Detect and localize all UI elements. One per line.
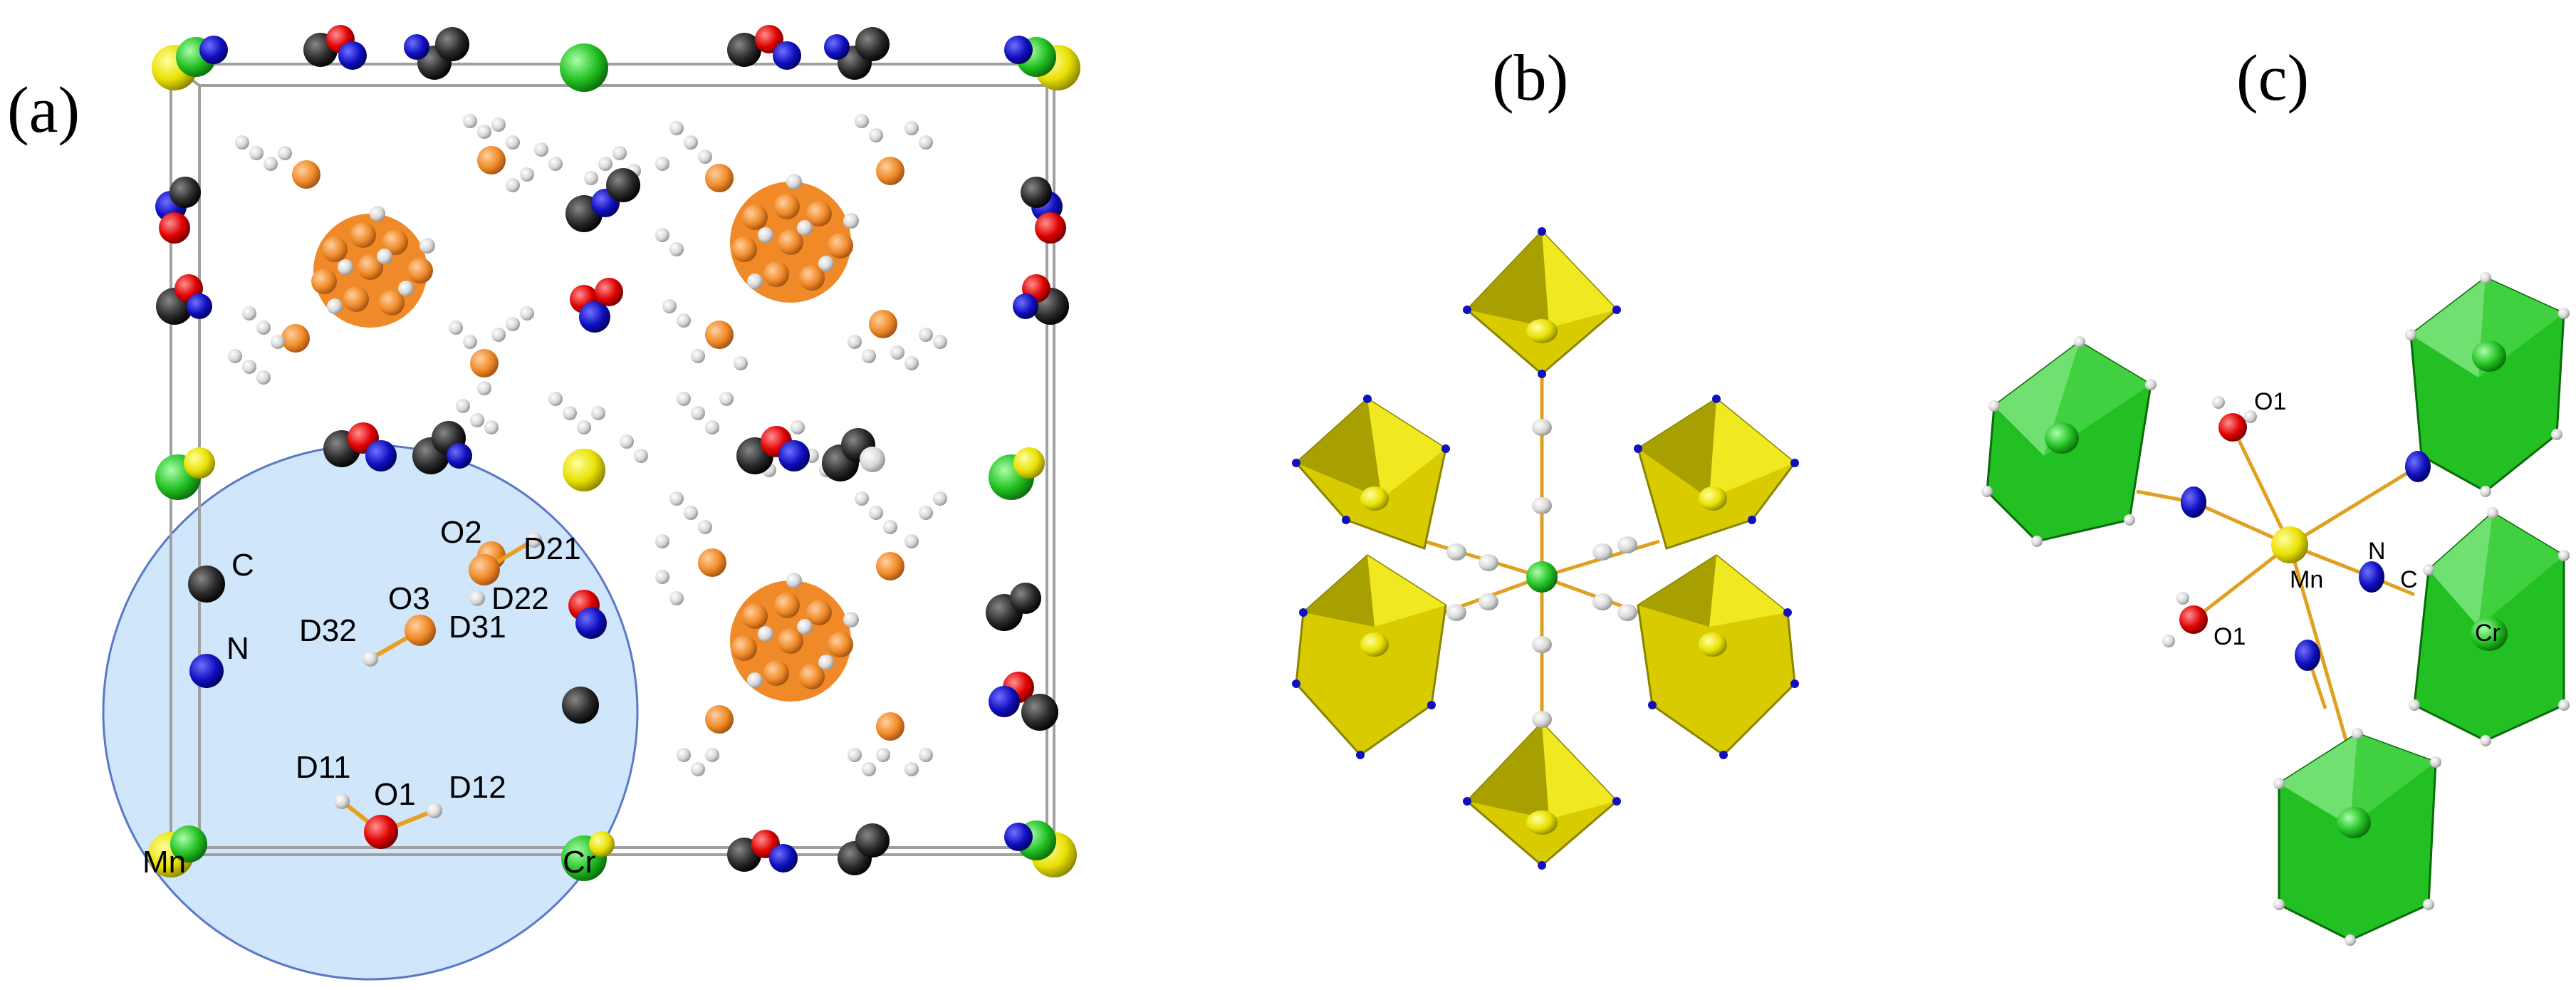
octahedron-right-upper	[1637, 397, 1797, 550]
label-D32: D32	[299, 613, 357, 648]
octahedron-left-lower	[1295, 554, 1447, 756]
panel-c-atom-labels: O1 O1 Mn N C Cr	[2213, 388, 2501, 650]
panel-c-label: (c)	[2236, 41, 2309, 114]
central-mn-atom	[2271, 526, 2308, 563]
label-Mn: Mn	[2290, 566, 2323, 593]
label-D22: D22	[491, 581, 549, 616]
label-O2: O2	[440, 515, 482, 550]
oxygen-o1-atom	[364, 815, 398, 849]
panel-c-ligands	[2162, 396, 2431, 671]
cn-ligands	[155, 25, 1069, 875]
highlight-circle	[102, 444, 639, 981]
panel-b-ligands	[1446, 419, 1637, 728]
panel-c-vertices	[1981, 272, 2570, 946]
carbon-atom	[188, 566, 225, 603]
label-N: N	[2368, 538, 2386, 565]
label-D31: D31	[449, 610, 506, 645]
water-clusters	[311, 174, 859, 702]
prism-top-right	[2409, 276, 2565, 493]
octahedron-bottom	[1465, 721, 1619, 867]
label-C: C	[231, 548, 254, 583]
label-Mn: Mn	[142, 845, 186, 880]
panel-b-label: (b)	[1492, 41, 1568, 114]
label-N: N	[226, 631, 249, 666]
nitrogen-atom	[189, 654, 224, 688]
oxygen-o2-atom	[469, 554, 500, 585]
label-O1: O1	[374, 777, 416, 812]
cluster-top-left	[311, 206, 435, 328]
prism-left	[1986, 340, 2152, 543]
label-O1-top: O1	[2254, 388, 2286, 415]
oxygen-o3-atom	[405, 615, 436, 646]
label-O1-bottom: O1	[2213, 623, 2246, 650]
label-D21: D21	[523, 531, 581, 566]
labelled-atoms	[188, 532, 542, 849]
central-cr-atom	[1526, 561, 1558, 593]
corner-molecules	[148, 36, 1080, 881]
panel-a-label: (a)	[7, 73, 80, 146]
panel-a: (a)	[7, 25, 1080, 981]
panel-a-atom-labels: C N O2 D21 D22 O3 D32 D31 D11 O1 D12 Mn …	[142, 515, 595, 880]
panel-c: (c)	[1981, 41, 2570, 946]
label-Cr: Cr	[2475, 620, 2501, 647]
cluster-top-right	[730, 174, 859, 303]
label-C: C	[2400, 566, 2418, 593]
panel-b: (b)	[1292, 41, 1799, 870]
prism-bottom	[2278, 732, 2437, 942]
label-D11: D11	[296, 750, 350, 785]
label-D12: D12	[449, 770, 506, 805]
octahedron-top	[1465, 229, 1619, 375]
octahedron-right-lower	[1637, 554, 1796, 756]
octahedron-left-upper	[1294, 397, 1447, 550]
cluster-bottom-right	[730, 573, 859, 702]
label-Cr: Cr	[563, 845, 595, 880]
prism-right	[2413, 511, 2565, 742]
label-O3: O3	[388, 581, 430, 616]
